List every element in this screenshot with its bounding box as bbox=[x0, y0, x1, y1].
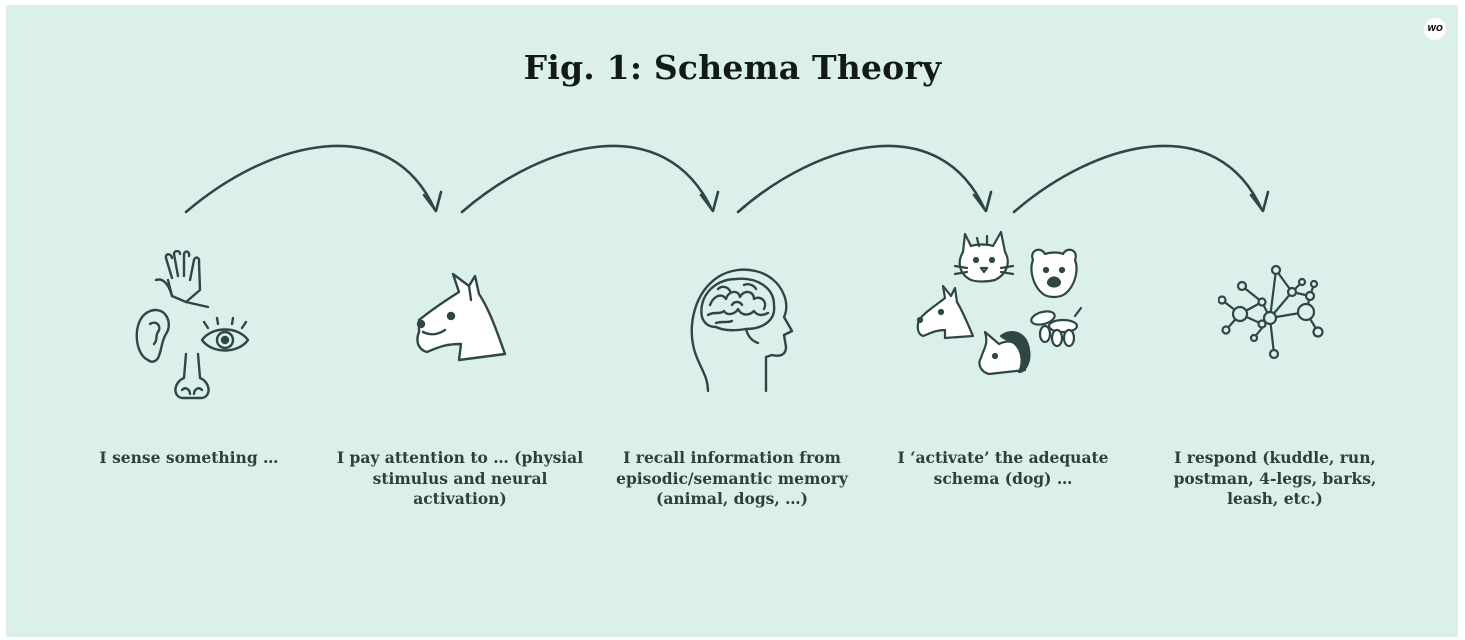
step-2-label: I pay attention to … (physial stimulus a… bbox=[336, 448, 584, 508]
senses-icon-group bbox=[135, 250, 250, 400]
schema-animals-group bbox=[916, 230, 1083, 376]
step-4-label: I ‘activate’ the adequate schema (dog) … bbox=[897, 448, 1109, 488]
arrow-3 bbox=[736, 144, 993, 214]
logo-badge: WO bbox=[1424, 18, 1446, 40]
hand-icon bbox=[154, 250, 210, 309]
bear-icon bbox=[1030, 248, 1078, 299]
eye-icon bbox=[200, 316, 250, 352]
arrow-4 bbox=[1012, 144, 1270, 214]
step-3-label: I recall information from episodic/seman… bbox=[616, 448, 848, 508]
step-1-label: I sense something … bbox=[99, 448, 279, 467]
unicorn-icon bbox=[978, 330, 1031, 376]
dog-icon bbox=[416, 272, 507, 362]
head-brain-icon bbox=[690, 268, 794, 393]
arrow-1 bbox=[184, 144, 443, 214]
ear-icon bbox=[135, 308, 171, 363]
cat-icon bbox=[953, 230, 1015, 283]
nose-icon bbox=[174, 352, 210, 400]
step-5-label: I respond (kuddle, run, postman, 4-legs,… bbox=[1173, 448, 1377, 508]
balloon-dog-icon bbox=[1030, 306, 1083, 348]
dog-icon bbox=[916, 284, 975, 340]
network-icon bbox=[1218, 264, 1324, 360]
figure-title: Fig. 1: Schema Theory bbox=[523, 48, 942, 87]
arrow-2 bbox=[460, 144, 720, 214]
